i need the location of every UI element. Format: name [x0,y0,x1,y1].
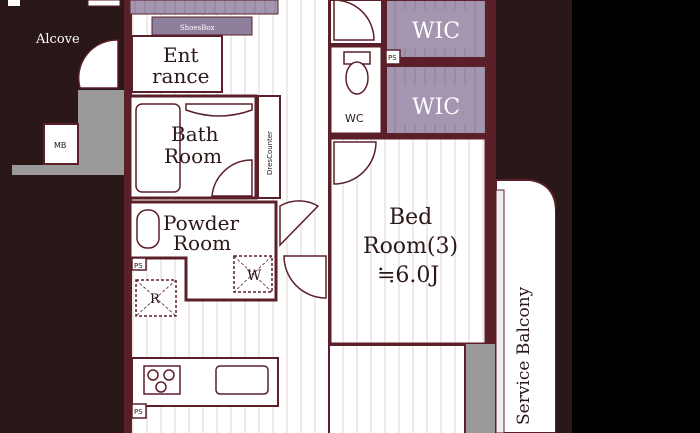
upper-door [333,0,375,41]
dresser-counter [257,95,281,199]
mb-label: MB [54,141,66,150]
alcove-door [77,39,119,89]
ps-lower [131,403,147,419]
kitchen-sink [215,365,269,395]
ps-mid [131,257,147,271]
toilet-powder [136,209,160,249]
wic-upper-label: WIC [412,19,460,44]
gray-corridor [12,90,132,175]
ps-upper [385,49,401,65]
fridge-label: R [150,292,161,307]
bedroom-label-3: ≒6.0J [377,263,439,288]
powder-label-2: Room [173,231,231,255]
bathtub [135,103,181,193]
right-exterior-edge [556,0,572,433]
bedroom-label-2: Room(3) [363,234,458,259]
hall-door-1 [279,200,320,247]
wc-label: WC [345,112,364,125]
balcony-edge [495,189,505,433]
bath-label-2: Room [164,144,222,168]
shoes-box [129,0,279,15]
powder-label-1: Powder [163,211,239,235]
wc-toilet [345,61,369,95]
mb-box [43,123,79,165]
bath-door [211,159,253,197]
hall-door-2 [283,255,327,299]
alcove-corner [8,0,20,6]
sink [185,103,253,117]
stove [143,365,181,395]
wic-upper-label-bg [404,10,468,48]
bedroom-door [333,141,377,185]
bedroom-label-1: Bed [389,205,432,230]
entrance-room [131,35,223,93]
ps-upper-label: PS [388,54,397,62]
wic-lower-label: WIC [412,95,460,120]
dresser-label: DresCounter [266,131,274,175]
entrance-label-2: rance [152,64,209,88]
lower-right-floor [330,346,464,433]
lower-right-gray [466,344,496,433]
ps-mid-label: PS [134,262,143,270]
alcove-box [87,0,121,7]
wic-lower-label-bg [404,86,468,124]
washer-label: W [247,268,262,284]
entrance-label-1: Ent [163,43,199,67]
ps-lower-label: PS [134,408,143,416]
washer-box [233,255,273,293]
alcove-label: Alcove [35,32,80,47]
bath-label-1: Bath [171,122,219,146]
right-exterior [560,0,700,433]
service-balcony-label: Service Balcony [514,286,534,425]
shoes-box-label: ShoesBox [180,24,215,32]
